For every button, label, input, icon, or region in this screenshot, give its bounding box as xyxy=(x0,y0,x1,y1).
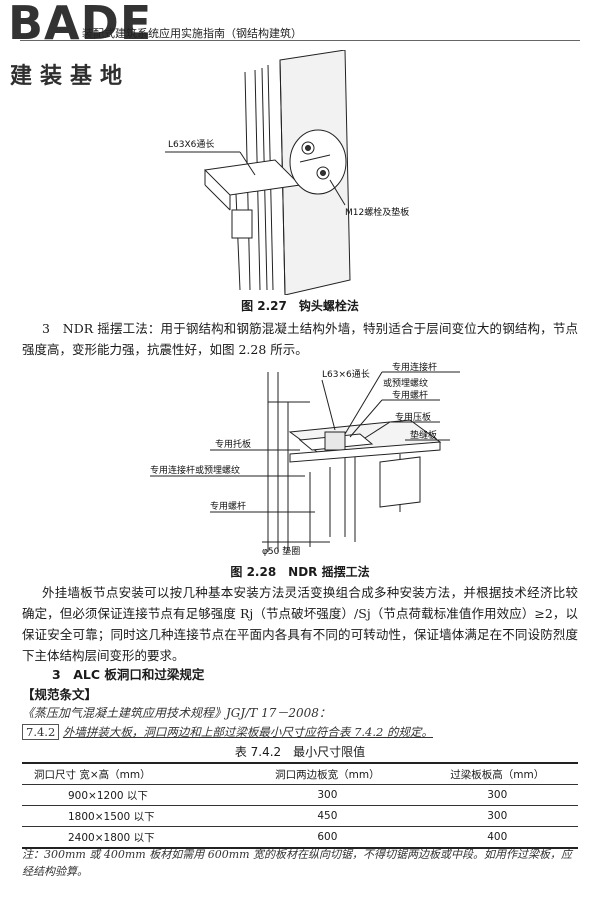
label-angle-228: L63×6通长 xyxy=(322,368,370,380)
section-alc-openings: 3 ALC 板洞口和过梁规定 xyxy=(52,667,205,682)
label-bolt-228: 专用螺杆 xyxy=(392,389,428,401)
label-bolt2: 专用螺杆 xyxy=(210,500,246,512)
label-bolt-227: M12螺栓及垫板 xyxy=(345,206,409,218)
watermark-logo: BADE xyxy=(8,0,153,50)
table-row: 2400×1800 以下 600 400 xyxy=(22,826,578,849)
running-head: 装配式建筑系统应用实施指南（钢结构建筑） xyxy=(82,27,302,40)
figure-227-caption: 图 2.27 钩头螺栓法 xyxy=(241,299,359,313)
table-note: 注：300mm 或 400mm 板材如需用 600mm 宽的板材在纵向切锯，不得… xyxy=(22,848,573,878)
label-angle-227: L63X6通长 xyxy=(168,138,214,150)
table-row: 1800×1500 以下 450 300 xyxy=(22,805,578,827)
standard-reference: 《蒸压加气混凝土建筑应用技术规程》JGJ/T 17－2008： xyxy=(22,706,331,720)
cell-opening: 2400×1800 以下 xyxy=(22,826,239,849)
label-pad: φ50 垫圈 xyxy=(262,545,300,557)
header-rule xyxy=(20,40,580,41)
paragraph-ndr-method: 3 NDR 摇摆工法：用于钢结构和钢筋混凝土结构外墙，特别适合于层间变位大的钢结… xyxy=(22,321,578,357)
cell-opening: 900×1200 以下 xyxy=(22,784,239,806)
label-rod-top: 专用连接杆 xyxy=(392,362,437,373)
table-header-row: 洞口尺寸 宽×高（mm） 洞口两边板宽（mm） 过梁板板高（mm） xyxy=(22,762,578,785)
cell-side-width: 300 xyxy=(238,784,417,806)
paragraph-install-methods: 外挂墙板节点安装可以按几种基本安装方法灵活变换组合成多种安装方法，并根据技术经济… xyxy=(22,585,578,663)
clause-number: 7.4.2 xyxy=(22,724,60,740)
figure-ndr-swing: L63×6通长 专用连接杆 或预埋螺纹 专用螺杆 专用压板 垫缝板 专用托板 专… xyxy=(0,362,600,557)
cell-opening: 1800×1500 以下 xyxy=(22,805,239,827)
clause-742: 7.4.2 外墙拼装大板，洞口两边和上部过梁板最小尺寸应符合表 7.4.2 的规… xyxy=(22,724,433,740)
cell-lintel-height: 300 xyxy=(416,784,578,806)
cell-lintel-height: 300 xyxy=(416,805,578,827)
label-pressure-plate: 专用压板 xyxy=(395,411,431,423)
table-title: 表 7.4.2 最小尺寸限值 xyxy=(234,745,366,759)
watermark-subtitle: 建装基地 xyxy=(10,64,131,89)
figure-228-caption: 图 2.28 NDR 摇摆工法 xyxy=(230,565,370,579)
clause-heading: 【规范条文】 xyxy=(22,687,98,702)
col-header-opening: 洞口尺寸 宽×高（mm） xyxy=(22,762,239,785)
ndr-swing-drawing: L63×6通长 专用连接杆 或预埋螺纹 专用螺杆 专用压板 垫缝板 专用托板 专… xyxy=(150,362,460,557)
label-bracket: 专用托板 xyxy=(215,438,251,450)
label-embed-top: 或预埋螺纹 xyxy=(383,377,428,389)
col-header-lintel-height: 过梁板板高（mm） xyxy=(416,762,578,785)
hook-bolt-drawing: L63X6通长 M12螺栓及垫板 xyxy=(165,50,409,295)
label-washer-plate: 垫缝板 xyxy=(410,429,437,441)
figure-hook-bolt: L63X6通长 M12螺栓及垫板 xyxy=(0,50,600,295)
cell-side-width: 600 xyxy=(238,826,417,849)
cell-side-width: 450 xyxy=(238,805,417,827)
clause-text: 外墙拼装大板，洞口两边和上部过梁板最小尺寸应符合表 7.4.2 的规定。 xyxy=(62,725,433,739)
col-header-side-width: 洞口两边板宽（mm） xyxy=(238,762,417,785)
table-row: 900×1200 以下 300 300 xyxy=(22,784,578,806)
cell-lintel-height: 400 xyxy=(416,826,578,849)
min-size-table: 洞口尺寸 宽×高（mm） 洞口两边板宽（mm） 过梁板板高（mm） 900×12… xyxy=(22,762,578,849)
label-rod-mid: 专用连接杆或预埋螺纹 xyxy=(150,464,240,476)
